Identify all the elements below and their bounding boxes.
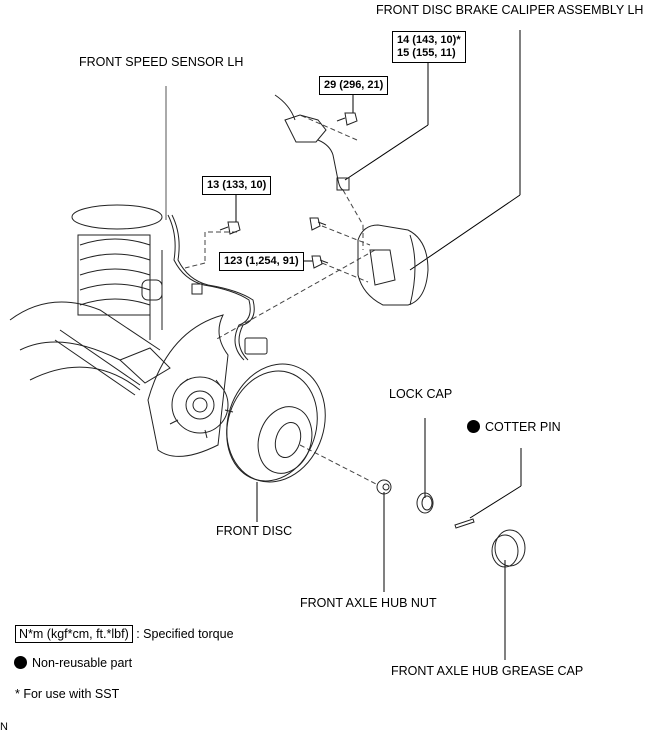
brake-disc — [226, 363, 326, 483]
label-grease-cap: FRONT AXLE HUB GREASE CAP — [391, 664, 584, 678]
torque-caliper-bolt: 123 (1,254, 91) — [219, 252, 304, 271]
legend-torque: N*m (kgf*cm, ft.*lbf) : Specified torque — [15, 625, 234, 643]
label-cotter-pin: COTTER PIN — [467, 420, 561, 434]
nonreusable-dot-icon — [14, 656, 27, 669]
legend-torque-desc: : Specified torque — [136, 627, 234, 641]
suspension-strut — [9, 204, 171, 396]
lock-cap — [416, 492, 434, 514]
torque-caliper: 14 (143, 10)* 15 (155, 11) — [392, 31, 466, 63]
torque-caliper-line1: 14 (143, 10)* — [397, 34, 461, 46]
steering-knuckle-hub — [147, 314, 234, 457]
grease-cap — [491, 529, 526, 568]
torque-sensor-bolt: 13 (133, 10) — [202, 176, 272, 195]
brake-caliper — [357, 224, 429, 306]
corner-mark: N — [0, 721, 8, 733]
label-hub-nut: FRONT AXLE HUB NUT — [300, 596, 437, 610]
legend-torque-units: N*m (kgf*cm, ft.*lbf) — [15, 625, 133, 643]
legend-nonreusable: Non-reusable part — [14, 656, 132, 670]
label-front-disc: FRONT DISC — [216, 524, 293, 538]
torque-caliper-line2: 15 (155, 11) — [397, 47, 456, 59]
legend-sst-note: * For use with SST — [15, 687, 120, 701]
flex-hose — [274, 94, 350, 191]
label-caliper: FRONT DISC BRAKE CALIPER ASSEMBLY LH — [376, 3, 644, 17]
legend-nonreusable-text: Non-reusable part — [32, 656, 133, 670]
torque-flexhose-bolt: 29 (296, 21) — [319, 76, 389, 95]
nonreusable-dot-icon — [467, 420, 480, 433]
label-lock-cap: LOCK CAP — [389, 387, 453, 401]
hub-nut — [376, 479, 392, 495]
bolts — [219, 112, 358, 269]
speed-sensor — [167, 214, 268, 361]
cotter-pin-text: COTTER PIN — [485, 420, 561, 434]
cotter-pin — [454, 518, 475, 529]
label-speed-sensor: FRONT SPEED SENSOR LH — [79, 55, 244, 69]
